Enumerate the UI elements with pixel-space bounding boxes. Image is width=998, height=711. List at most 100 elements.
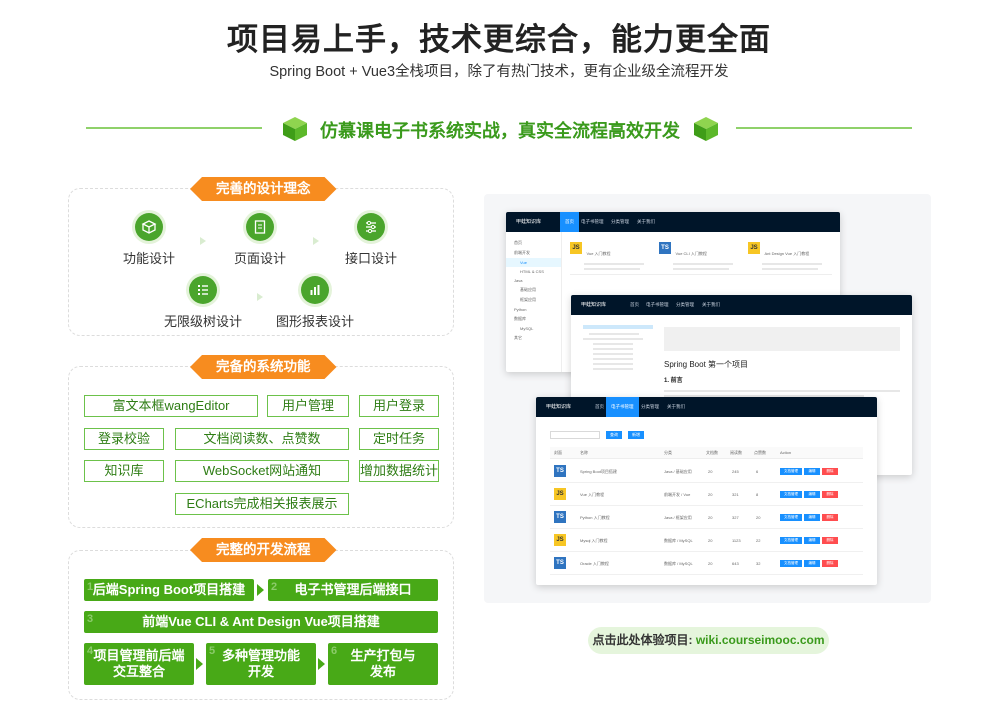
step-label: 项目管理前后端交互整合 xyxy=(93,648,185,679)
feature-tag: 定时任务 xyxy=(359,428,439,450)
page-subtitle: Spring Boot + Vue3全栈项目，除了有热门技术，更有企业级全流程开… xyxy=(269,64,729,80)
js-badge-icon: JS xyxy=(570,242,582,254)
edit-button[interactable]: 编辑 xyxy=(804,560,820,567)
search-input[interactable] xyxy=(550,431,600,439)
tree-list-icon xyxy=(189,276,217,304)
column-header: 封面 xyxy=(554,450,562,455)
nav-item-about[interactable]: 关于我们 xyxy=(667,404,685,409)
nav-bar: 甲蛙知识库 首页 电子书管理 分类管理 关于我们 xyxy=(571,295,912,315)
process-step: 5 多种管理功能开发 xyxy=(206,643,316,685)
vote-count: 20 xyxy=(756,515,761,520)
vote-count: 32 xyxy=(756,561,761,566)
feature-tag: WebSocket网站通知 xyxy=(175,460,349,482)
step-number: 1 xyxy=(87,581,94,593)
delete-button[interactable]: 删除 xyxy=(822,514,838,521)
docs-button[interactable]: 文档管理 xyxy=(780,514,802,521)
column-header: Action xyxy=(780,450,792,455)
sidebar-item[interactable]: 前端开发 xyxy=(514,250,530,255)
ebook-category: Java / 框架应用 xyxy=(664,515,692,520)
step-number: 3 xyxy=(87,613,94,625)
edit-button[interactable]: 编辑 xyxy=(804,537,820,544)
nav-item-about[interactable]: 关于我们 xyxy=(702,302,720,307)
ts-badge-icon: TS xyxy=(554,511,566,523)
sidebar-item-active[interactable]: Vue xyxy=(506,258,561,267)
ebook-card[interactable]: JS Vue 入门教程 xyxy=(570,242,650,270)
feature-tree-design: 无限级树设计 xyxy=(148,276,258,330)
preview-window-ebook-admin: 甲蛙知识库 首页 电子书管理 分类管理 关于我们 查询 新增 封面 名称 分类 … xyxy=(536,397,877,585)
design-ribbon: 完善的设计理念 xyxy=(190,177,337,201)
ebook-category: 数据库 / MySQL xyxy=(664,538,693,543)
edit-button[interactable]: 编辑 xyxy=(804,468,820,475)
sidebar-item[interactable]: 其它 xyxy=(514,335,522,340)
nav-item-home[interactable]: 首页 xyxy=(560,212,579,232)
step-number: 6 xyxy=(331,645,338,657)
nav-item-about[interactable]: 关于我们 xyxy=(637,219,655,224)
feature-chart-design: 图形报表设计 xyxy=(260,276,370,330)
experience-link[interactable]: 点击此处体验项目: wiki.courseimooc.com xyxy=(588,627,829,654)
doc-heading: Spring Boot 第一个项目 xyxy=(664,360,749,369)
sidebar-item[interactable]: MySQL xyxy=(520,326,534,331)
edit-button[interactable]: 编辑 xyxy=(804,491,820,498)
sidebar-item[interactable]: 首页 xyxy=(514,240,522,245)
table-header: 封面 名称 分类 文档数 阅读数 点赞数 Action xyxy=(550,447,863,459)
vote-count: 22 xyxy=(756,538,761,543)
ebook-name: Oracle 入门教程 xyxy=(580,561,609,566)
docs-button[interactable]: 文档管理 xyxy=(780,491,802,498)
brand-logo: 甲蛙知识库 xyxy=(516,219,542,225)
process-step: 6 生产打包与发布 xyxy=(328,643,438,685)
nav-item-category[interactable]: 分类管理 xyxy=(611,219,629,224)
process-ribbon: 完整的开发流程 xyxy=(190,538,337,562)
view-count: 1123 xyxy=(732,538,741,543)
ebook-card[interactable]: TS Vue CLI 入门教程 xyxy=(659,242,739,270)
search-button[interactable]: 查询 xyxy=(606,431,622,439)
features-ribbon: 完备的系统功能 xyxy=(190,355,337,379)
ebook-category: 前端开发 / Vue xyxy=(664,492,691,497)
sidebar-item[interactable]: Java xyxy=(514,278,523,283)
add-button[interactable]: 新增 xyxy=(628,431,644,439)
nav-item-ebook[interactable]: 电子书管理 xyxy=(581,219,604,224)
edit-button[interactable]: 编辑 xyxy=(804,514,820,521)
nav-item-category[interactable]: 分类管理 xyxy=(641,404,659,409)
ebook-name: Mysql 入门教程 xyxy=(580,538,608,543)
nav-bar: 甲蛙知识库 首页 电子书管理 分类管理 关于我们 xyxy=(536,397,877,417)
nav-item-home[interactable]: 首页 xyxy=(595,404,604,409)
docs-button[interactable]: 文档管理 xyxy=(780,560,802,567)
feature-tag: 增加数据统计 xyxy=(359,460,439,482)
step-label: 多种管理功能开发 xyxy=(221,648,300,679)
feature-tag: 用户登录 xyxy=(359,395,439,417)
ebook-card-title: Vue 入门教程 xyxy=(586,251,611,256)
doc-count: 20 xyxy=(708,538,713,543)
nav-item-home[interactable]: 首页 xyxy=(630,302,639,307)
ebook-name: Vue 入门教程 xyxy=(580,492,605,497)
step-number: 2 xyxy=(271,581,278,593)
delete-button[interactable]: 删除 xyxy=(822,560,838,567)
view-count: 643 xyxy=(732,561,739,566)
cta-prefix: 点击此处体验项目: xyxy=(592,633,696,647)
delete-button[interactable]: 删除 xyxy=(822,537,838,544)
nav-item-ebook[interactable]: 电子书管理 xyxy=(646,302,669,307)
feature-label: 功能设计 xyxy=(122,251,175,266)
column-header: 阅读数 xyxy=(730,450,742,455)
feature-tag: 知识库 xyxy=(84,460,164,482)
sidebar-item[interactable]: 框架应用 xyxy=(520,297,536,302)
step-label: 生产打包与发布 xyxy=(350,648,416,679)
sidebar-item[interactable]: Python xyxy=(514,307,527,312)
doc-subheading: 1. 前言 xyxy=(664,378,683,384)
docs-button[interactable]: 文档管理 xyxy=(780,537,802,544)
cta-link[interactable]: wiki.courseimooc.com xyxy=(695,633,825,647)
ebook-card[interactable]: JS Ant Design Vue 入门教程 xyxy=(748,242,828,270)
delete-button[interactable]: 删除 xyxy=(822,491,838,498)
chevron-right-icon xyxy=(257,293,263,301)
feature-label: 无限级树设计 xyxy=(163,314,242,329)
sidebar-item[interactable]: 基础应用 xyxy=(520,287,536,292)
delete-button[interactable]: 删除 xyxy=(822,468,838,475)
docs-button[interactable]: 文档管理 xyxy=(780,468,802,475)
sidebar-item[interactable]: 数据库 xyxy=(514,316,526,321)
nav-item-category[interactable]: 分类管理 xyxy=(676,302,694,307)
ts-badge-icon: TS xyxy=(554,557,566,569)
nav-item-ebook[interactable]: 电子书管理 xyxy=(606,397,639,417)
sidebar-item[interactable]: HTML & CSS xyxy=(520,269,544,274)
